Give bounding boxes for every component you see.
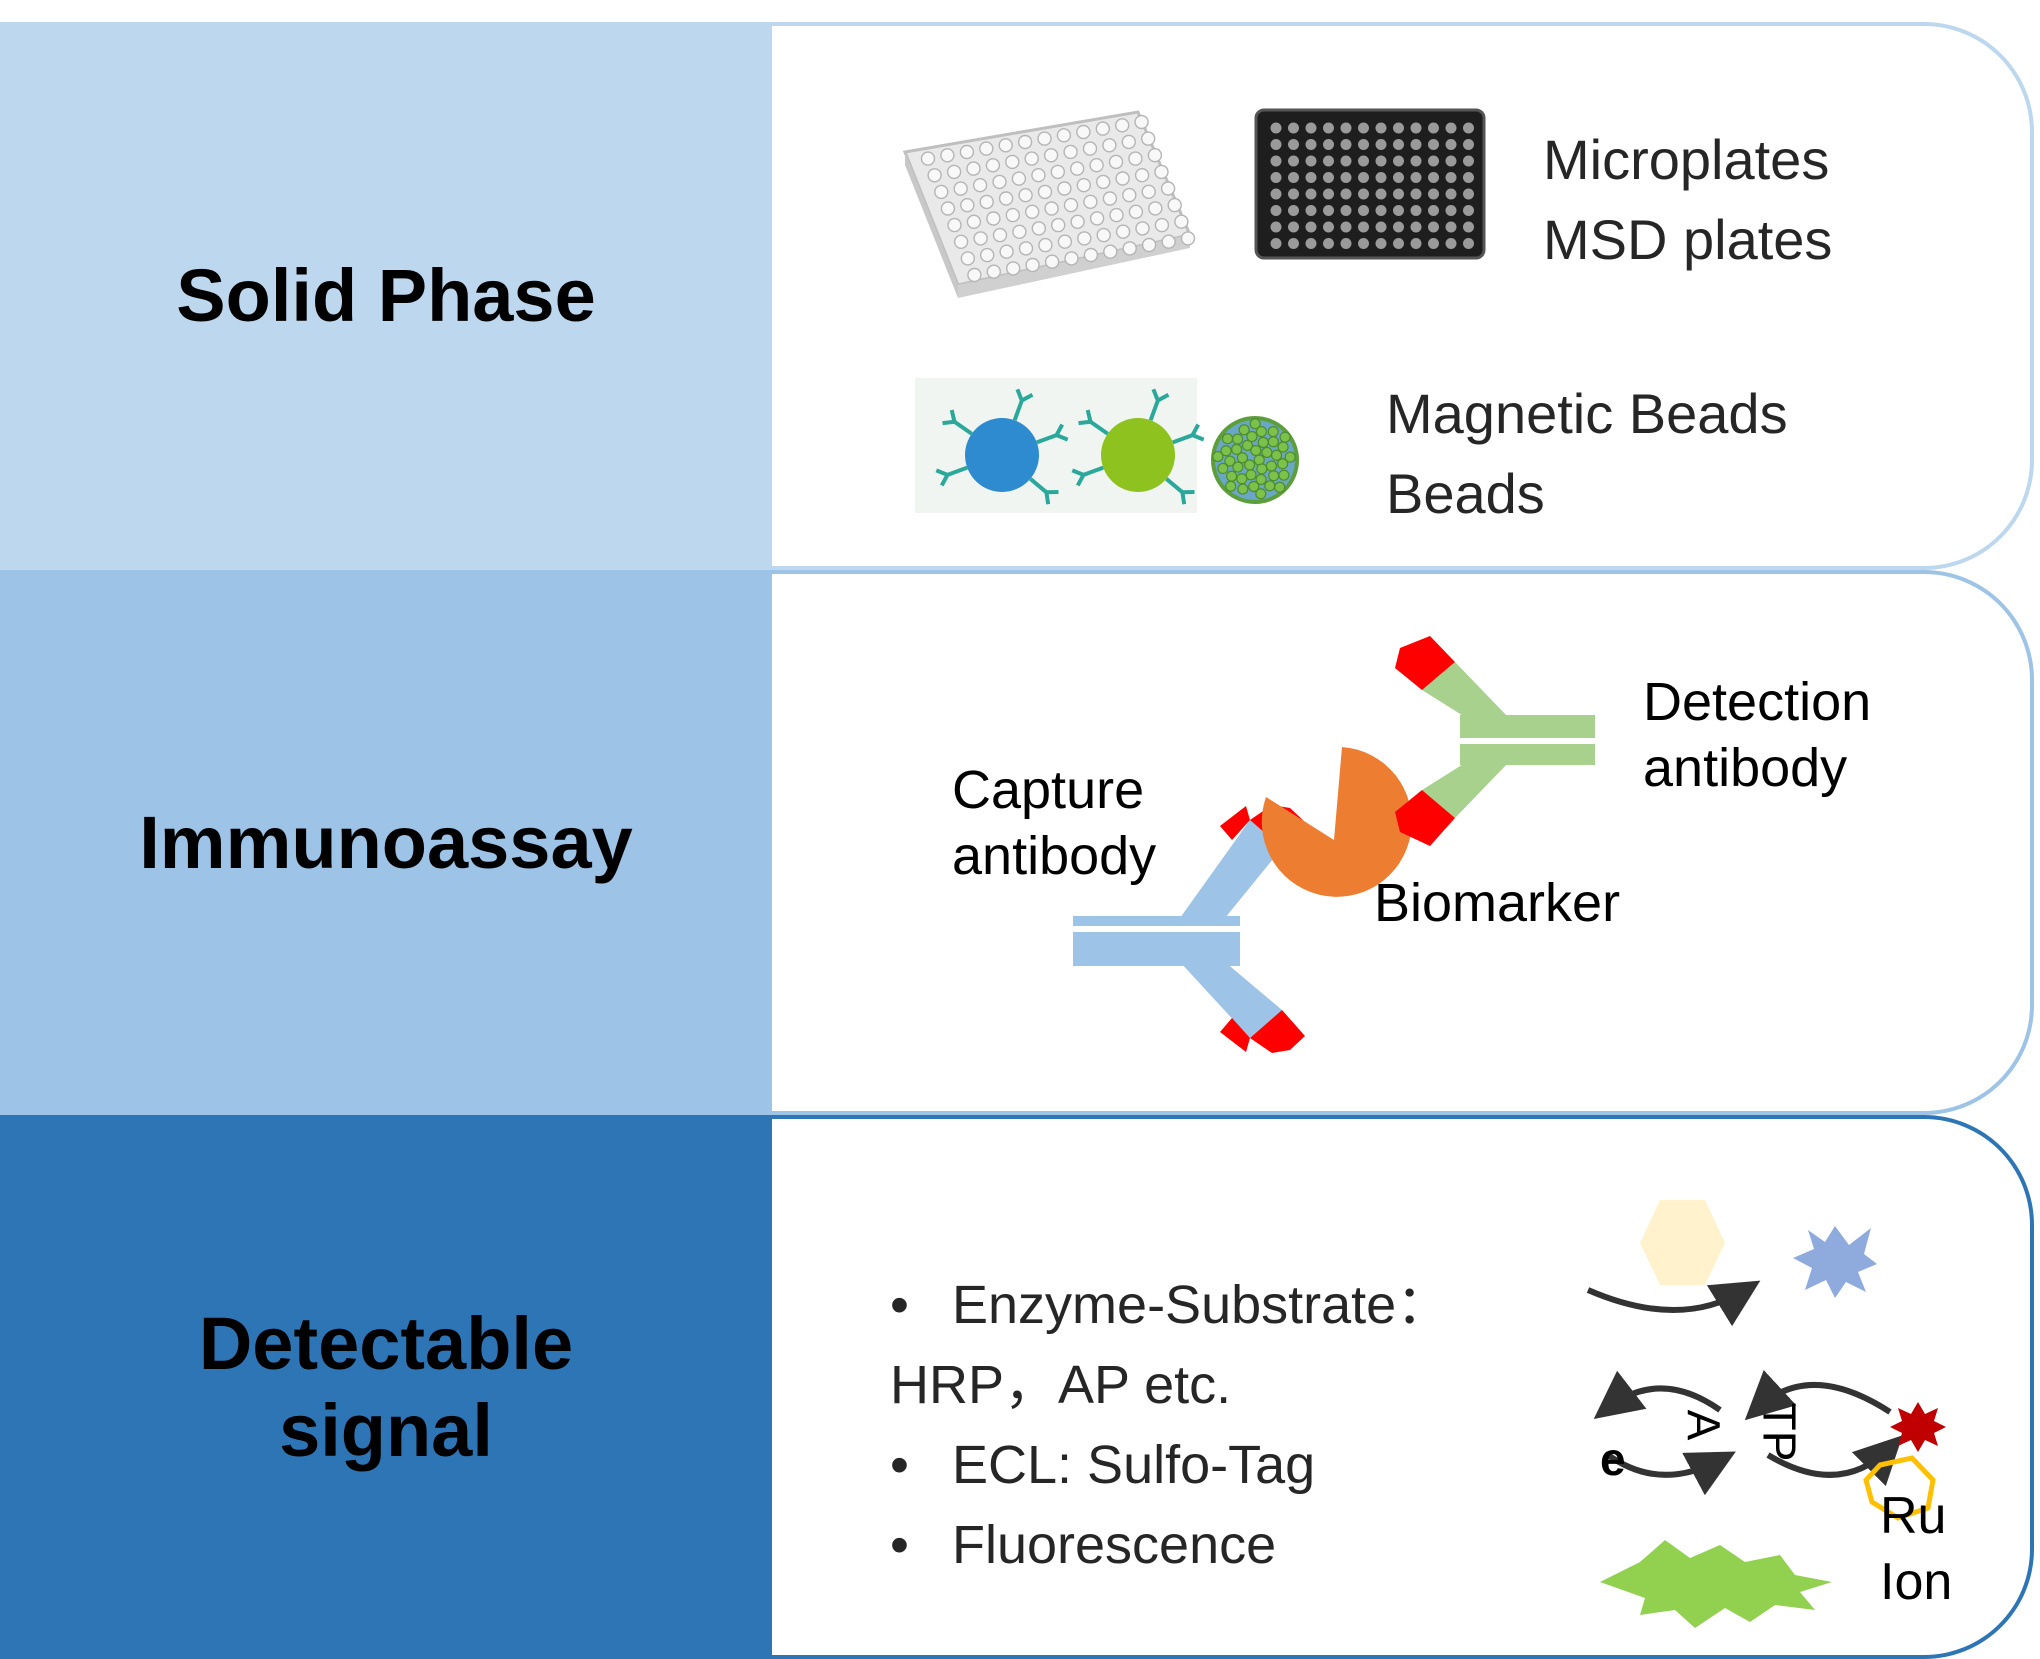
detection-antibody-icon <box>1395 636 1595 846</box>
bullet-marker: • <box>890 1275 909 1335</box>
ecl-fragment-e: e <box>1600 1433 1626 1485</box>
ecl-arrow-left-top <box>1593 1370 1722 1419</box>
bullet-marker: • <box>890 1515 909 1575</box>
substrate-hexagon-icon <box>1640 1200 1725 1285</box>
product-burst-icon <box>1793 1226 1877 1298</box>
ecl-arrow-right-top <box>1744 1370 1892 1421</box>
ru-ring-icon <box>1863 1455 1936 1521</box>
green-antibody-bead-icon <box>1071 388 1205 505</box>
solid-phase-band: Solid Phase <box>0 22 772 570</box>
immunoassay-title: Immunoassay <box>139 800 633 884</box>
bullet-text-fluorescence: Fluorescence <box>952 1515 1277 1575</box>
bullet-line-3: • ECL: Sulfo-Tag <box>890 1425 1450 1505</box>
bullet-text-hrp: HRP，AP etc. <box>890 1355 1232 1415</box>
bullet-line-4: • Fluorescence <box>890 1505 1450 1585</box>
biomarker-label: Biomarker <box>1374 873 1621 933</box>
enzyme-arrow-icon <box>1586 1280 1761 1327</box>
ecl-arrow-right-bottom <box>1766 1435 1903 1487</box>
coated-bead-icon <box>1211 416 1299 504</box>
signal-bullet-list: • Enzyme-Substrate： HRP，AP etc. • ECL: Sul… <box>890 1265 1450 1585</box>
detection-antibody-label: Detection antibody <box>1643 672 1872 798</box>
ecl-star-icon <box>1890 1402 1946 1452</box>
bullet-text-ecl: ECL: Sulfo-Tag <box>952 1435 1316 1495</box>
ecl-arrow-left-bottom <box>1606 1451 1736 1496</box>
fluorescence-burst-icon <box>1600 1540 1832 1628</box>
bullet-line-1: • Enzyme-Substrate： <box>890 1265 1450 1345</box>
bullet-line-2: HRP，AP etc. <box>890 1345 1450 1425</box>
bullet-text-enzyme: Enzyme-Substrate： <box>952 1275 1451 1335</box>
solid-phase-title: Solid Phase <box>176 254 596 338</box>
detectable-signal-title: Detectable signal <box>198 1301 574 1472</box>
black-msd-plate-icon <box>1254 108 1486 260</box>
plate-label: Microplates MSD plates <box>1543 128 1833 271</box>
bead-label: Magnetic Beads Beads <box>1386 382 1788 525</box>
capture-antibody-label: Capture antibody <box>952 760 1157 886</box>
bullet-marker: • <box>890 1435 909 1495</box>
ecl-fragment-a: A <box>1677 1409 1730 1441</box>
ru-ion-label: Ru Ion <box>1880 1487 1953 1611</box>
ecl-fragment-tp: TP <box>1753 1402 1806 1462</box>
white-microplate-icon <box>902 110 1196 298</box>
biomarker-icon <box>1261 747 1412 897</box>
blue-antibody-bead-icon <box>935 388 1069 505</box>
detectable-signal-band: Detectable signal <box>0 1115 772 1659</box>
immunoassay-band: Immunoassay <box>0 570 772 1115</box>
